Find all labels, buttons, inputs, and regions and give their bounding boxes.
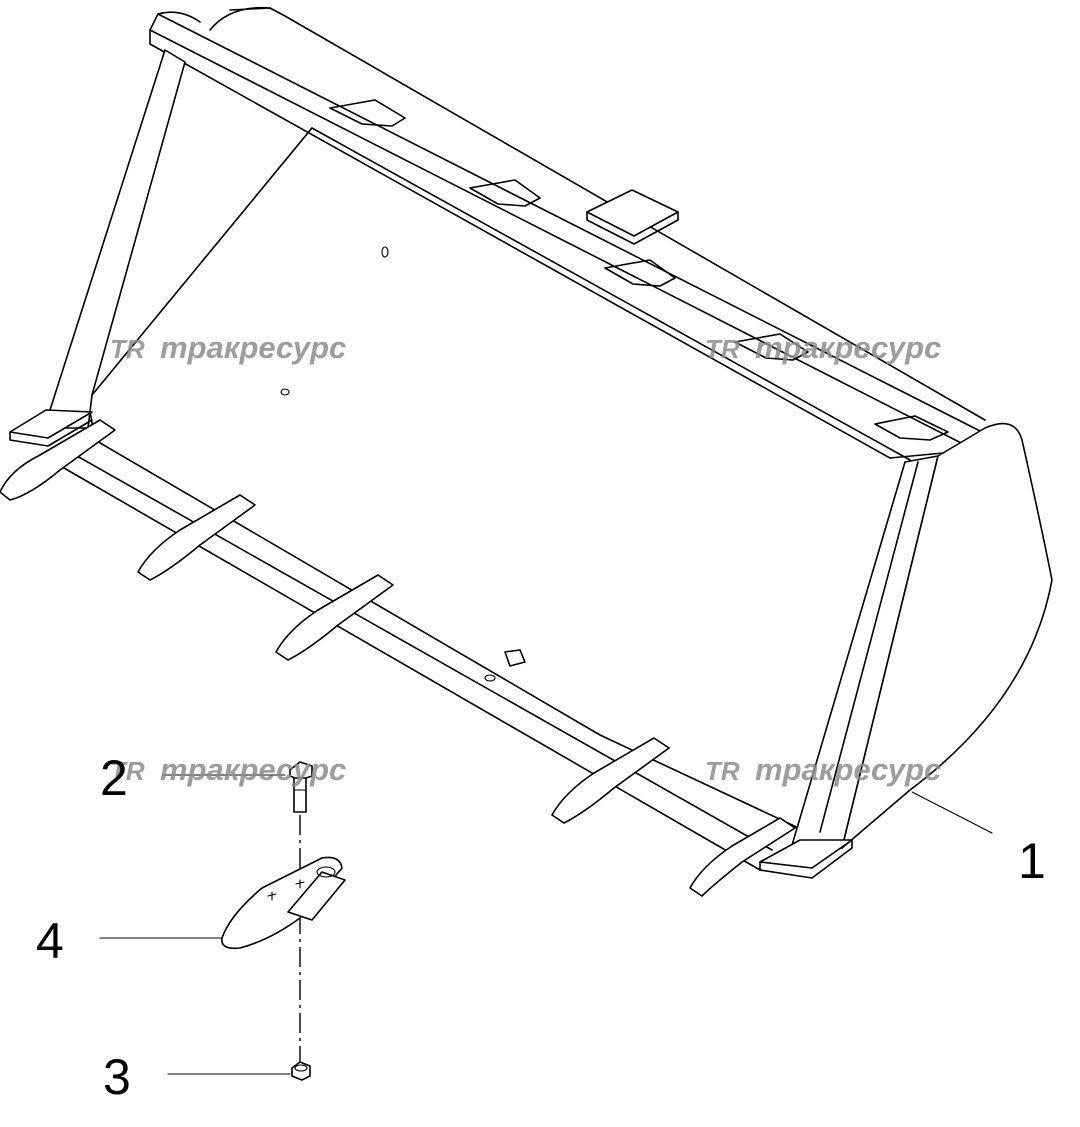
bucket-floor-plate: [87, 127, 911, 839]
watermark-logo: TR: [110, 756, 145, 786]
nut: [291, 1061, 311, 1081]
watermark-text: тракресурс: [160, 330, 346, 365]
callout-4: 4: [36, 913, 64, 969]
callout-3: 3: [103, 1049, 131, 1105]
bucket-teeth: [0, 419, 796, 897]
leader-lines: [99, 774, 993, 1075]
leader-1: [911, 791, 993, 834]
bolt: [289, 761, 313, 813]
cutting-edge: [69, 451, 773, 851]
tooth-4: [551, 737, 670, 824]
watermark-2: TR тракресурс: [705, 330, 941, 365]
right-corner-plate: [759, 839, 853, 869]
bucket-assembly: [0, 6, 1053, 897]
watermark-1: TR тракресурс: [110, 330, 346, 365]
watermark-text: тракресурс: [160, 752, 346, 787]
right-side-wall: [841, 422, 1053, 849]
watermark-4: TR тракресурс: [705, 752, 941, 787]
callout-1: 1: [1018, 833, 1046, 889]
callout-2: 2: [100, 750, 128, 806]
watermark-text: тракресурс: [755, 752, 941, 787]
watermark-text: тракресурс: [755, 330, 941, 365]
tooth-1: [0, 419, 116, 501]
watermark-logo: TR: [110, 334, 145, 364]
top-plate: [586, 189, 679, 237]
tooth-detail: [221, 856, 346, 950]
watermark-logo: TR: [705, 756, 740, 786]
watermark-logo: TR: [705, 334, 740, 364]
left-corner-plate: [9, 409, 93, 439]
watermark-3: TR тракресурс: [110, 752, 346, 787]
tooth-2: [137, 494, 256, 581]
tooth-3: [275, 574, 394, 661]
tooth-5: [689, 817, 796, 897]
